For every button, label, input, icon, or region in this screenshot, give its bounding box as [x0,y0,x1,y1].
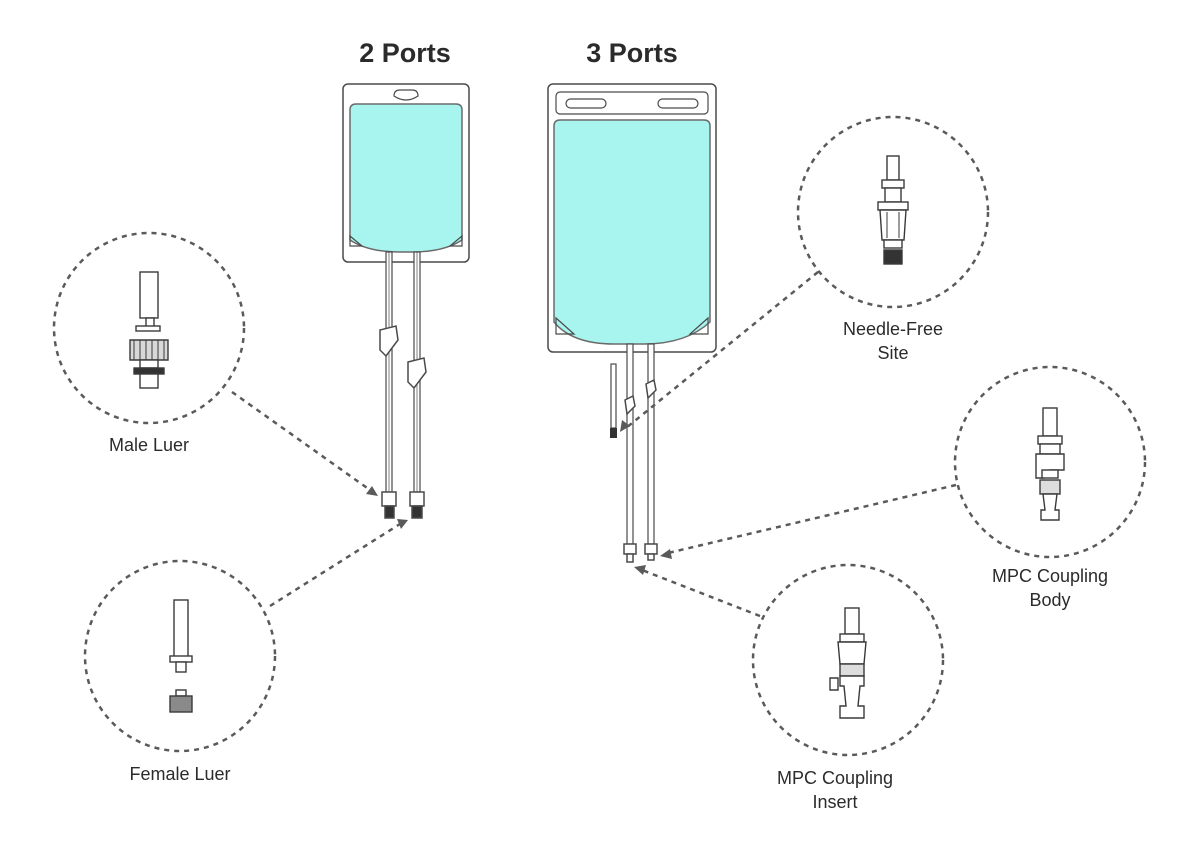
mpc-coupling-insert-icon [829,607,867,719]
needle-free-site-icon [877,155,909,265]
needle-free-label-line1: Needle-Free [842,319,944,339]
male-luer-label: Male Luer [108,435,190,455]
needle-free-label: Needle-Free Site [813,317,973,365]
callout-circles [52,115,1147,757]
two-ports-title: 2 Ports [359,38,451,68]
mpc-insert-label-line1: MPC Coupling [776,768,894,788]
mpc-coupling-body-icon [1035,407,1065,521]
three-ports-title: 3 Ports [586,38,678,68]
needle-free-circle [796,115,990,309]
needle-free-label-line2: Site [877,343,909,363]
female-luer-label: Female Luer [129,764,231,784]
two-port-bag [342,83,470,519]
three-port-bag [547,83,717,563]
mpc-insert-label: MPC Coupling Insert [745,766,925,814]
arrow-heads [366,420,672,575]
mpc-body-label-line2: Body [1029,590,1071,610]
female-luer-circle [83,559,277,753]
mpc-body-label: MPC Coupling Body [960,564,1140,612]
female-luer-icon [169,599,193,713]
mpc-body-label-line1: MPC Coupling [991,566,1109,586]
mpc-insert-label-line2: Insert [812,792,858,812]
mpc-body-circle [953,365,1147,559]
mpc-insert-circle [751,563,945,757]
male-luer-icon [129,271,169,389]
male-luer-circle [52,231,246,425]
callout-arrows [231,271,957,618]
